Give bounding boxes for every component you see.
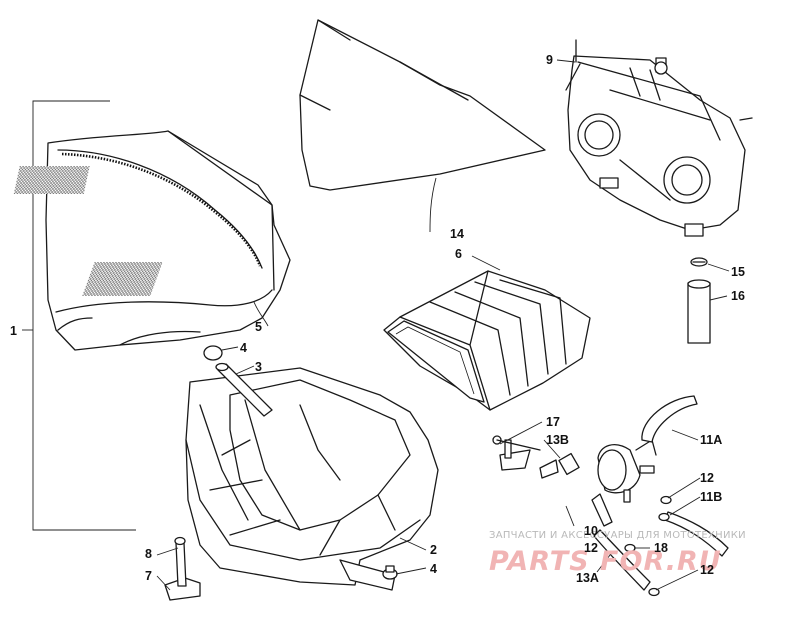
callout-15: 15 — [731, 265, 745, 279]
grommet-cap-bottom — [382, 565, 398, 580]
callout-1: 1 — [10, 324, 17, 338]
callout-4-top: 4 — [240, 341, 247, 355]
callout-11b: 11B — [700, 490, 722, 504]
watermark-tagline: ЗАПЧАСТИ И АКСЕССУАРЫ ДЛЯ МОТОТЕХНИКИ — [489, 530, 746, 541]
vent-hose — [687, 279, 711, 344]
carburetor-assembly — [565, 39, 753, 237]
fuel-line-11b — [664, 511, 729, 557]
filter-foam — [299, 19, 546, 191]
callout-3: 3 — [255, 360, 262, 374]
silencer-cover — [13, 130, 291, 351]
pump-bracket — [492, 435, 541, 471]
callout-7: 7 — [145, 569, 152, 583]
callout-12-left: 12 — [584, 541, 598, 555]
leader-lines — [156, 59, 730, 591]
callout-8: 8 — [145, 547, 152, 561]
watermark: ЗАПЧАСТИ И АКСЕССУАРЫ ДЛЯ МОТОТЕХНИКИ PA… — [489, 530, 746, 577]
callout-16: 16 — [731, 289, 745, 303]
callout-11a: 11A — [700, 433, 722, 447]
callout-labels: 1 2 3 4 4 5 6 7 8 9 10 11A 11B 12 12 12 … — [10, 53, 745, 585]
assembly-bracket — [22, 100, 136, 531]
callout-17: 17 — [546, 415, 560, 429]
fuel-pump — [597, 439, 657, 503]
watermark-logo: PARTS FOR.RU — [489, 546, 722, 577]
drain-tube — [215, 362, 273, 417]
callout-12-bottom: 12 — [700, 563, 714, 577]
callout-2: 2 — [430, 543, 437, 557]
fuel-line-18 — [591, 493, 613, 527]
mount-bracket — [164, 536, 201, 601]
callout-4-bottom: 4 — [430, 562, 437, 576]
hose-clamp — [690, 257, 708, 267]
airbox-base — [185, 367, 439, 591]
callout-10: 10 — [584, 524, 598, 538]
callout-9: 9 — [546, 53, 553, 67]
callout-18: 18 — [654, 541, 668, 555]
callout-5: 5 — [255, 320, 262, 334]
intake-boot — [383, 270, 591, 411]
callout-14: 14 — [450, 227, 464, 241]
grommet-cap-top — [203, 345, 223, 361]
callout-13b: 13B — [546, 433, 569, 447]
callout-13a: 13A — [576, 571, 599, 585]
pulse-fitting — [539, 452, 580, 479]
callout-6: 6 — [455, 247, 462, 261]
fuel-line-11a — [641, 395, 698, 443]
callout-12-right: 12 — [700, 471, 714, 485]
fuel-line-13a — [593, 529, 651, 591]
